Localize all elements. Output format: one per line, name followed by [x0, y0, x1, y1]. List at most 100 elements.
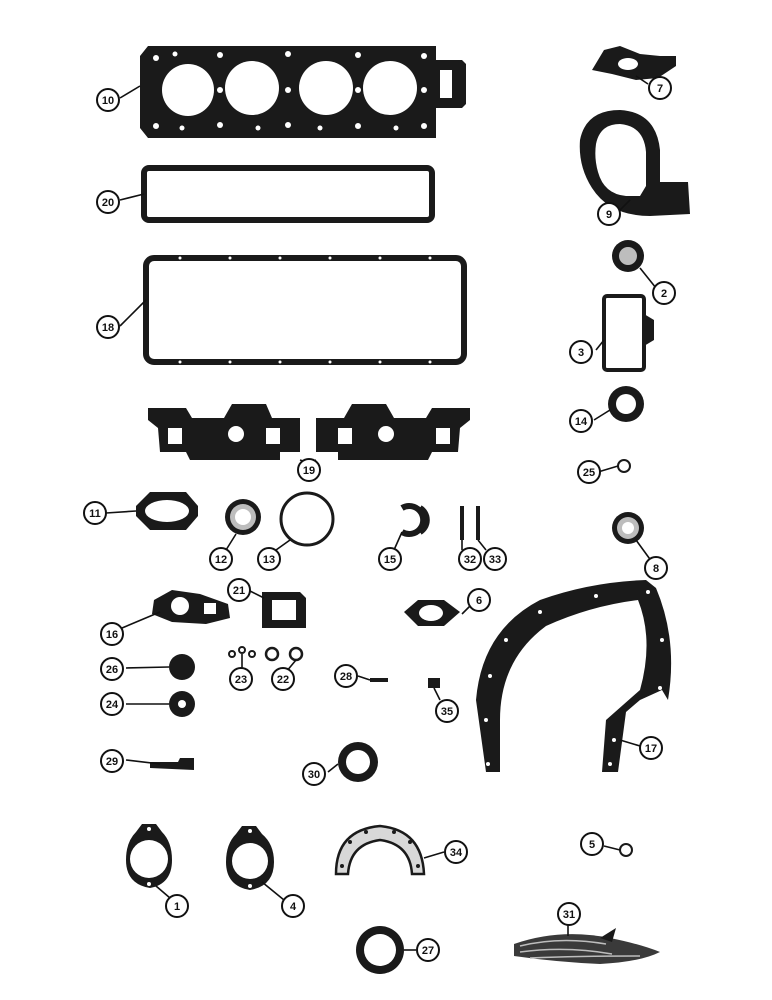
- part-22-rings: [264, 646, 304, 662]
- svg-text:1: 1: [174, 901, 180, 913]
- svg-text:3: 3: [578, 347, 584, 359]
- svg-text:20: 20: [102, 197, 114, 209]
- part-34-rear-seal-retainer-gasket: [334, 824, 426, 876]
- callout-20: 20: [96, 190, 120, 214]
- callout-34: 34: [444, 840, 468, 864]
- callout-30: 30: [302, 762, 326, 786]
- svg-text:29: 29: [106, 756, 118, 768]
- callout-12: 12: [209, 547, 233, 571]
- svg-text:7: 7: [657, 83, 663, 95]
- callout-9: 9: [597, 202, 621, 226]
- svg-text:12: 12: [215, 554, 227, 566]
- callout-16: 16: [100, 622, 124, 646]
- callout-18: 18: [96, 315, 120, 339]
- part-27-seal: [356, 926, 404, 974]
- callout-31: 31: [557, 902, 581, 926]
- part-25-ring: [617, 459, 631, 473]
- part-20-cover-gasket: [141, 165, 435, 223]
- callout-13: 13: [257, 547, 281, 571]
- part-6-gasket: [404, 600, 460, 626]
- svg-text:23: 23: [235, 674, 247, 686]
- callout-21: 21: [227, 578, 251, 602]
- callout-19: 19: [297, 458, 321, 482]
- callout-10: 10: [96, 88, 120, 112]
- svg-text:34: 34: [450, 847, 463, 859]
- callout-7: 7: [648, 76, 672, 100]
- callout-5: 5: [580, 832, 604, 856]
- svg-text:16: 16: [106, 629, 118, 641]
- svg-text:4: 4: [290, 901, 297, 913]
- callout-29: 29: [100, 749, 124, 773]
- svg-text:22: 22: [277, 674, 289, 686]
- callout-33: 33: [483, 547, 507, 571]
- callout-1: 1: [165, 894, 189, 918]
- callout-15: 15: [378, 547, 402, 571]
- callout-14: 14: [569, 409, 593, 433]
- part-11-gasket: [136, 492, 198, 530]
- callout-26: 26: [100, 657, 124, 681]
- part-23-washers: [228, 646, 256, 658]
- svg-text:11: 11: [89, 508, 101, 520]
- svg-text:30: 30: [308, 769, 320, 781]
- callout-2: 2: [652, 281, 676, 305]
- svg-text:18: 18: [102, 322, 114, 334]
- callout-28: 28: [334, 664, 358, 688]
- callout-32: 32: [458, 547, 482, 571]
- svg-text:28: 28: [340, 671, 352, 683]
- svg-text:19: 19: [303, 465, 315, 477]
- part-21-gasket: [262, 592, 306, 628]
- part-33-strip: [476, 506, 480, 540]
- svg-text:33: 33: [489, 554, 501, 566]
- callouts: 10 20 18 19 11 12 13 15 32 33 21 16 6 26…: [83, 76, 676, 962]
- svg-text:10: 10: [102, 95, 114, 107]
- callout-6: 6: [467, 588, 491, 612]
- svg-text:21: 21: [233, 585, 245, 597]
- svg-text:27: 27: [422, 945, 434, 957]
- svg-text:17: 17: [645, 743, 657, 755]
- part-10-head-gasket: [140, 46, 466, 138]
- callout-3: 3: [569, 340, 593, 364]
- part-29-strip: [150, 758, 194, 770]
- svg-text:5: 5: [589, 839, 595, 851]
- callout-4: 4: [281, 894, 305, 918]
- part-35-block: [428, 678, 440, 688]
- callout-8: 8: [644, 556, 668, 580]
- part-18-oil-pan-gasket: [143, 255, 467, 365]
- callout-25: 25: [577, 460, 601, 484]
- part-14-seal: [608, 386, 644, 422]
- svg-text:35: 35: [441, 706, 453, 718]
- svg-text:15: 15: [384, 554, 396, 566]
- part-28-strip: [370, 678, 388, 682]
- part-3-gasket: [602, 294, 654, 372]
- part-12-seal: [225, 499, 261, 535]
- part-26-disc: [169, 654, 195, 680]
- part-8-seal: [612, 512, 644, 544]
- part-15-split-ring: [400, 503, 430, 537]
- svg-text:2: 2: [661, 288, 667, 300]
- svg-text:13: 13: [263, 554, 275, 566]
- callout-24: 24: [100, 692, 124, 716]
- callout-35: 35: [435, 699, 459, 723]
- svg-text:24: 24: [106, 699, 119, 711]
- part-19-manifold-gaskets: [148, 404, 470, 460]
- part-9-water-pump-gasket: [579, 110, 690, 216]
- part-1-gasket: [126, 824, 172, 888]
- callout-17: 17: [639, 736, 663, 760]
- part-31-rope-seal: [514, 928, 660, 964]
- svg-text:25: 25: [583, 467, 595, 479]
- callout-27: 27: [416, 938, 440, 962]
- part-7-gasket: [592, 46, 676, 80]
- svg-text:31: 31: [563, 909, 575, 921]
- svg-text:8: 8: [653, 563, 659, 575]
- part-32-strip: [460, 506, 464, 540]
- callout-22: 22: [271, 667, 295, 691]
- part-30-seal: [338, 742, 378, 782]
- part-5-ring: [619, 843, 633, 857]
- svg-text:14: 14: [575, 416, 588, 428]
- callout-23: 23: [229, 667, 253, 691]
- callout-11: 11: [83, 501, 107, 525]
- svg-text:6: 6: [476, 595, 482, 607]
- part-2-seal: [612, 240, 644, 272]
- part-24-washer: [169, 691, 195, 717]
